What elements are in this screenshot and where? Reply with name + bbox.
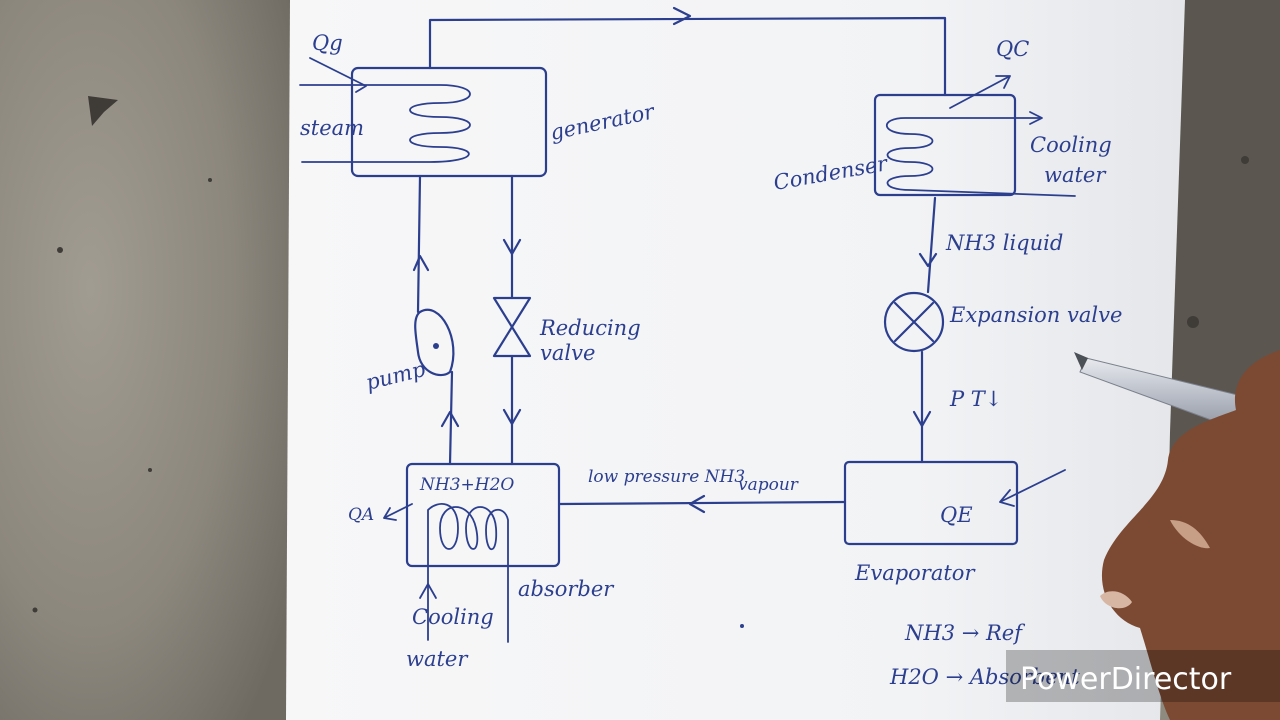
pump-symbol [414, 308, 455, 377]
pt-note: P T↓ [949, 387, 1002, 411]
watermark-text: PowerDirector [1020, 662, 1232, 697]
generator-to-condenser-line [428, 16, 947, 97]
ink-dot [740, 624, 744, 628]
hand-with-pen [1074, 350, 1280, 720]
reducing-valve-label-2: valve [540, 341, 595, 365]
legend-line-2: H2O → Absorbent [889, 665, 1080, 689]
absorber-box [383, 462, 561, 643]
cooling-water-in-arrow-absorber [419, 583, 437, 599]
heat-out-arrow [949, 75, 1011, 109]
reducing-valve-symbol [492, 296, 532, 358]
generator-box [299, 57, 548, 178]
evaporator-heat-label: QE [940, 503, 973, 527]
flow-arrow-pump-up-2 [440, 410, 460, 428]
absorber-cooling-label: Cooling [412, 605, 494, 629]
flow-arrow-vapour [688, 494, 706, 514]
vapour-line-label-1: low pressure NH3 [588, 467, 745, 487]
flow-arrow-pump-up [412, 254, 430, 272]
flow-arrow-liquid [918, 252, 938, 268]
fingernail [1100, 591, 1132, 609]
flow-arrow-reducing-down [502, 238, 522, 256]
cooling-water-in-arrow [1029, 111, 1043, 125]
watermark: PowerDirector [1006, 650, 1280, 702]
table-specks [32, 96, 1249, 613]
evaporator-heat-arrow [999, 469, 1066, 507]
pen-tip [1074, 352, 1088, 370]
condenser-cooling-label: Cooling [1030, 133, 1112, 157]
watermark-background [1006, 650, 1280, 702]
flow-arrow-evap [912, 410, 932, 428]
generator-heat-label: Qg [312, 31, 343, 55]
reducing-valve-label-1: Reducing [539, 316, 641, 340]
condenser-cooling-label-2: water [1044, 163, 1107, 187]
absorber-heat-label: QA [348, 505, 374, 525]
expansion-valve-symbol [883, 291, 945, 353]
generator-coil [299, 84, 471, 163]
condenser-coil [886, 117, 1076, 197]
condenser-to-expansion-line [926, 196, 937, 294]
absorber-to-generator-line [416, 174, 454, 466]
expansion-valve-label: Expansion valve [949, 303, 1122, 327]
table-surface-left [0, 0, 300, 720]
steam-label: steam [300, 116, 364, 140]
condenser-heat-label: QC [996, 37, 1029, 61]
flow-arrow-top [672, 6, 692, 26]
legend-line-1: NH3 → Ref [904, 621, 1025, 645]
vapour-line-label-2: vapour [738, 475, 799, 495]
liquid-line-label: NH3 liquid [945, 231, 1063, 255]
flow-arrow-reducing-down-2 [502, 408, 522, 426]
absorber-cooling-label-2: water [406, 647, 469, 671]
absorber-content-label: NH3+H2O [419, 475, 514, 495]
finger-highlight [1170, 520, 1210, 549]
heat-in-arrow [309, 57, 367, 93]
paper-sheet [286, 0, 1185, 720]
absorber-coil [427, 503, 509, 643]
absorber-label: absorber [518, 577, 615, 601]
absorber-heat-arrow [383, 503, 413, 521]
evaporator-to-absorber-line [558, 500, 847, 506]
evaporator-label: Evaporator [854, 561, 976, 585]
condenser-box [873, 75, 1076, 197]
